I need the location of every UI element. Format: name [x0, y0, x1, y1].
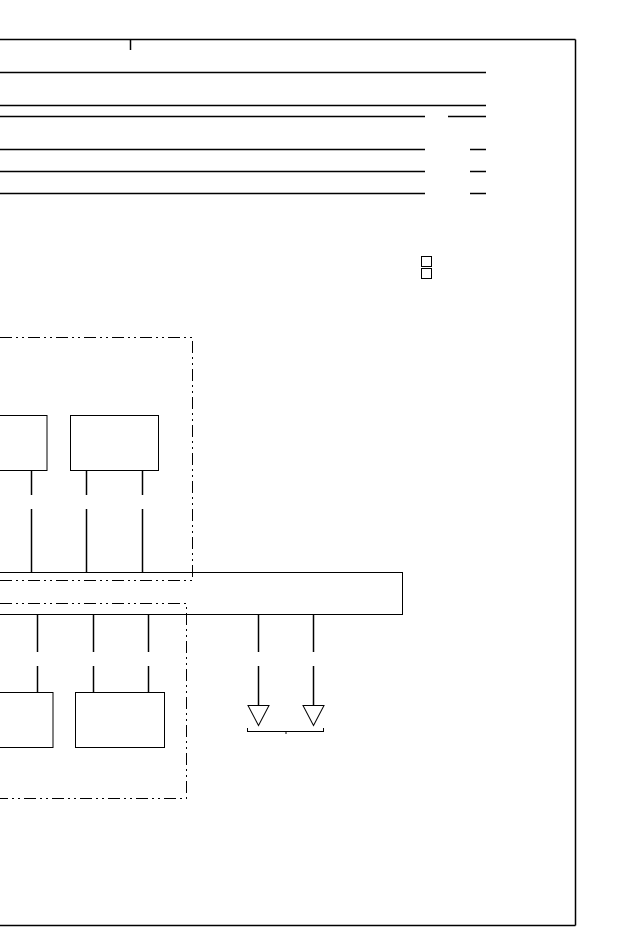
upper-box-left	[0, 415, 48, 471]
form-header	[0, 71, 486, 195]
checkbox-2[interactable]	[421, 268, 432, 279]
checkbox-1[interactable]	[421, 256, 432, 267]
checkbox-group	[421, 256, 432, 279]
ground-symbols	[247, 615, 325, 734]
upper-connections	[30, 471, 144, 572]
ground-triangle-2	[302, 705, 325, 727]
lower-group-boundary	[0, 603, 187, 799]
lower-box-left	[0, 692, 54, 748]
ground-triangle-1	[247, 705, 270, 727]
upper-group-boundary	[0, 337, 193, 581]
upper-box-right	[70, 415, 159, 471]
ground-brace	[247, 728, 324, 734]
bus-bar	[0, 572, 403, 615]
page-border	[0, 38, 577, 927]
lower-box-right	[75, 692, 165, 748]
lower-connections	[36, 615, 150, 692]
